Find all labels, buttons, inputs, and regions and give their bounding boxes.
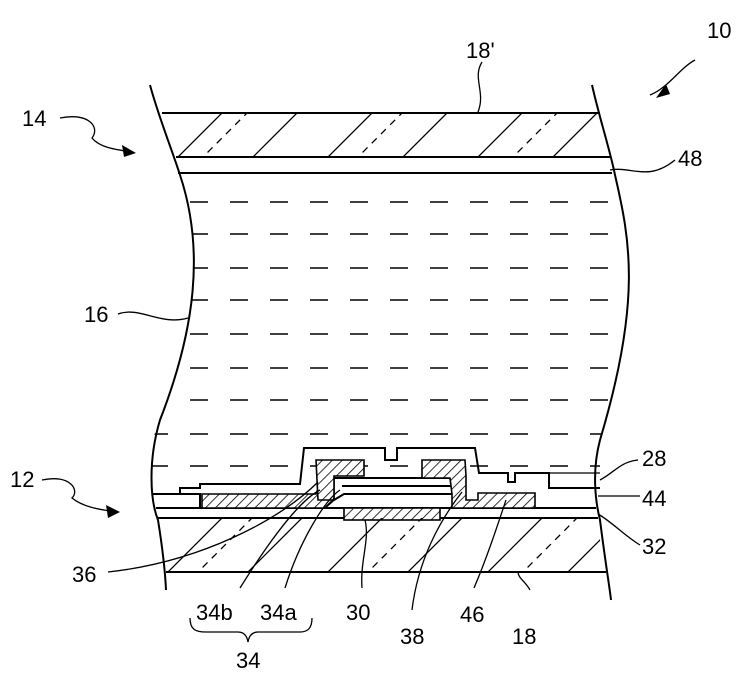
label-semiconductor: 34 xyxy=(236,648,260,673)
upper-glass-substrate xyxy=(150,95,615,185)
label-passivation: 44 xyxy=(642,486,666,511)
semiconductor-layer xyxy=(334,478,454,500)
label-gate-electrode: 30 xyxy=(346,600,370,625)
label-liquid-crystal: 16 xyxy=(84,302,108,327)
left-boundary xyxy=(150,85,194,590)
label-lower-glass: 18 xyxy=(512,624,536,649)
label-source: 38 xyxy=(400,624,424,649)
gate-electrode xyxy=(344,508,440,520)
label-semiconductor-34a: 34a xyxy=(260,600,297,625)
label-pixel-electrode: 28 xyxy=(642,446,666,471)
label-contact-46: 46 xyxy=(460,602,484,627)
label-lower-substrate: 12 xyxy=(10,467,34,492)
pixel-electrode-layer xyxy=(152,448,600,494)
liquid-crystal-layer xyxy=(150,202,640,466)
label-semiconductor-34b: 34b xyxy=(196,600,233,625)
label-drain: 36 xyxy=(72,562,96,587)
label-upper-substrate: 14 xyxy=(22,106,46,131)
leader-lines xyxy=(42,60,695,610)
label-gate-insulator: 32 xyxy=(642,534,666,559)
label-upper-glass: 18' xyxy=(466,38,495,63)
label-device: 10 xyxy=(707,18,731,43)
label-upper-film: 48 xyxy=(678,146,702,171)
